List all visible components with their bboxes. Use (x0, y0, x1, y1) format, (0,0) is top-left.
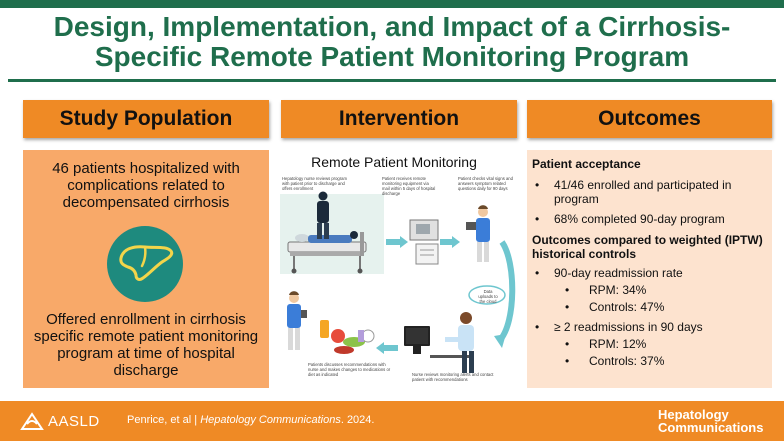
title-line-2: Specific Remote Patient Monitoring Progr… (94, 41, 690, 72)
bullet-dot: • (565, 337, 570, 351)
bullet-dot: • (565, 283, 570, 297)
caption-step-2: Patient receives remote monitoring equip… (382, 176, 436, 196)
title-divider (8, 79, 776, 82)
caption-step-5: Nurse reviews monitoring alerts and cont… (412, 372, 494, 382)
readmission-rpm: RPM: 34% (589, 283, 647, 297)
acceptance-item: 68% completed 90-day program (554, 212, 725, 226)
citation-authors: Penrice, et al | (127, 414, 198, 426)
acceptance-heading: Patient acceptance (532, 157, 641, 171)
rpm-diagram: Hepatology nurse reviews program with pa… (280, 172, 518, 386)
title-line-1: Design, Implementation, and Impact of a … (53, 11, 731, 42)
bullet-dot: • (535, 266, 540, 280)
caption-step-3: Patient checks vital signs and answers s… (458, 176, 513, 191)
footer-bar (0, 401, 784, 441)
multi-readmission-controls: Controls: 37% (589, 354, 665, 368)
bullet-dot: • (535, 320, 540, 334)
citation-year: . 2024. (340, 414, 375, 426)
top-accent-bar (0, 0, 784, 8)
population-description: 46 patients hospitalized with complicati… (52, 160, 240, 211)
enrollment-description: Offered enrollment in cirrhosis specific… (33, 311, 259, 379)
bullet-dot: • (565, 354, 570, 368)
citation-journal: Hepatology Communications (200, 414, 341, 426)
study-population-header: Study Population (23, 100, 269, 138)
journal-logo: Hepatology Communications (658, 408, 763, 434)
journal-logo-line-2: Communications (658, 420, 764, 435)
caption-step-1: Hepatology nurse reviews program with pa… (282, 176, 347, 191)
outcomes-panel: Patient acceptance • 41/46 enrolled and … (527, 150, 772, 388)
journal-logo-line-1: Hepatology (658, 407, 729, 422)
bullet-dot: • (535, 212, 540, 226)
outcomes-header: Outcomes (527, 100, 772, 138)
caption-cloud-upload: Data uploads to the cloud (478, 289, 498, 304)
multi-readmission-label: ≥ 2 readmissions in 90 days (554, 320, 703, 334)
rpm-illustration (280, 191, 516, 373)
acceptance-item: 41/46 enrolled and participated in progr… (554, 178, 732, 206)
comparison-heading: Outcomes compared to weighted (IPTW) his… (532, 233, 763, 261)
rpm-diagram-title: Remote Patient Monitoring (311, 154, 477, 170)
aasld-logo: AASLD (20, 410, 100, 432)
bullet-dot: • (535, 178, 540, 192)
page-title: Design, Implementation, and Impact of a … (0, 12, 784, 72)
study-population-panel: 46 patients hospitalized with complicati… (23, 150, 269, 388)
caption-step-6: Patients discusses recommendations with … (308, 362, 391, 377)
aasld-logo-icon (20, 412, 44, 430)
multi-readmission-rpm: RPM: 12% (589, 337, 647, 351)
aasld-logo-text: AASLD (48, 412, 100, 430)
readmission-controls: Controls: 47% (589, 300, 665, 314)
bullet-dot: • (565, 300, 570, 314)
readmission-rate-label: 90-day readmission rate (554, 266, 683, 280)
liver-icon (107, 226, 183, 302)
citation: Penrice, et al | Hepatology Communicatio… (127, 414, 374, 426)
intervention-header: Intervention (281, 100, 517, 138)
